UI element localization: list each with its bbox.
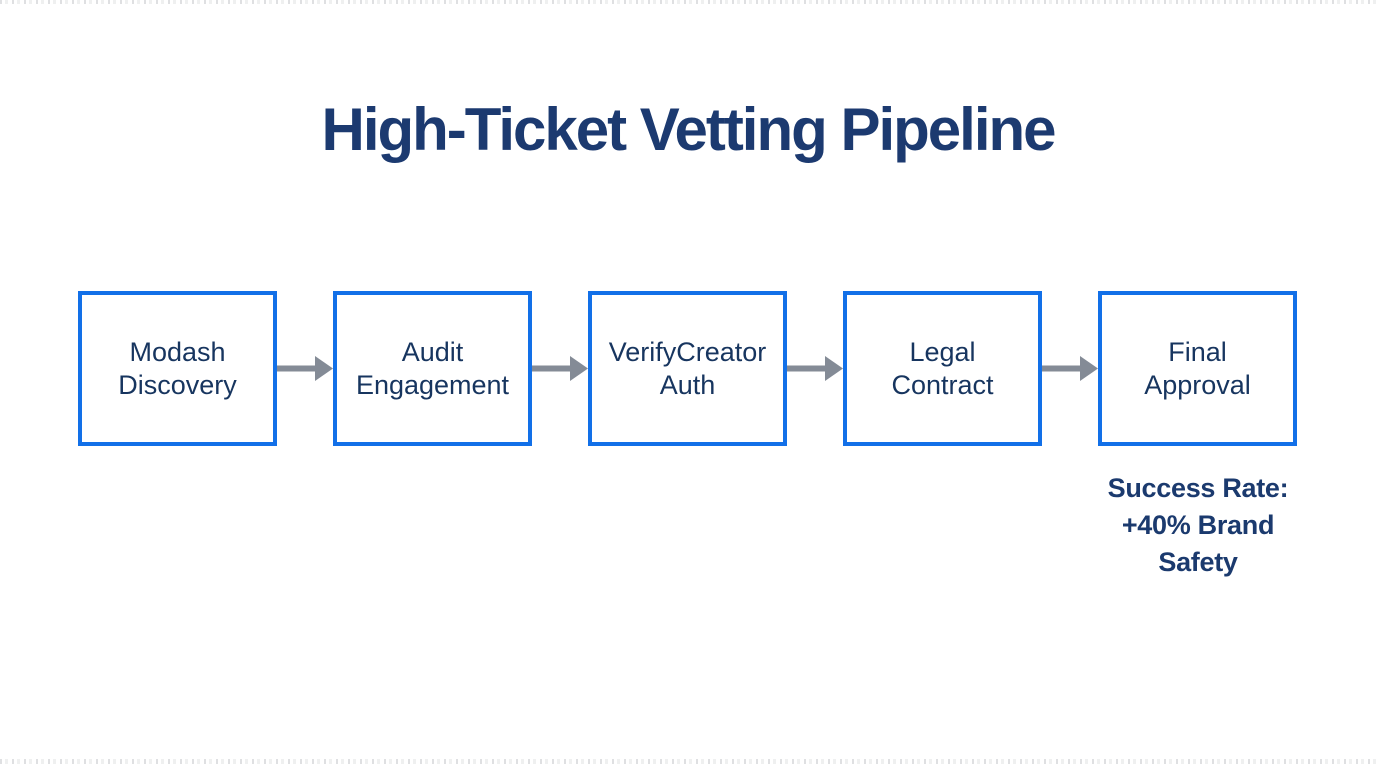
annotation-line: Safety: [1158, 547, 1238, 577]
annotation-line: +40% Brand: [1121, 510, 1275, 540]
step-label-line: Auth: [659, 369, 716, 400]
pipeline-step-verifycreator-auth: VerifyCreator Auth: [588, 291, 787, 446]
success-rate-annotation: Success Rate: +40% Brand Safety: [1048, 470, 1348, 581]
step-label-line: Legal: [909, 336, 976, 367]
step-label-line: Engagement: [355, 369, 510, 400]
annotation-line: Success Rate:: [1107, 473, 1289, 503]
arrow-right-icon: [532, 356, 588, 381]
pipeline-step-final-approval: Final Approval: [1098, 291, 1297, 446]
pipeline-flow: Modash Discovery Audit Engagement Verify…: [78, 291, 1297, 446]
arrow-right-icon: [787, 356, 843, 381]
arrow-right-icon: [1042, 356, 1098, 381]
step-label-line: Approval: [1144, 369, 1251, 400]
step-label-line: Audit: [401, 336, 464, 367]
page-title: High-Ticket Vetting Pipeline: [321, 96, 1056, 163]
step-label-line: Final: [1168, 336, 1227, 367]
arrow-right-icon: [277, 356, 333, 381]
bottom-edge-artifact: [0, 759, 1376, 764]
step-label-line: Contract: [891, 369, 994, 400]
step-label-line: Modash: [129, 336, 226, 367]
pipeline-step-modash-discovery: Modash Discovery: [78, 291, 277, 446]
top-edge-artifact: [0, 0, 1376, 4]
pipeline-step-audit-engagement: Audit Engagement: [333, 291, 532, 446]
step-label-line: VerifyCreator: [608, 336, 767, 367]
pipeline-step-legal-contract: Legal Contract: [843, 291, 1042, 446]
step-label-line: Discovery: [118, 369, 237, 400]
